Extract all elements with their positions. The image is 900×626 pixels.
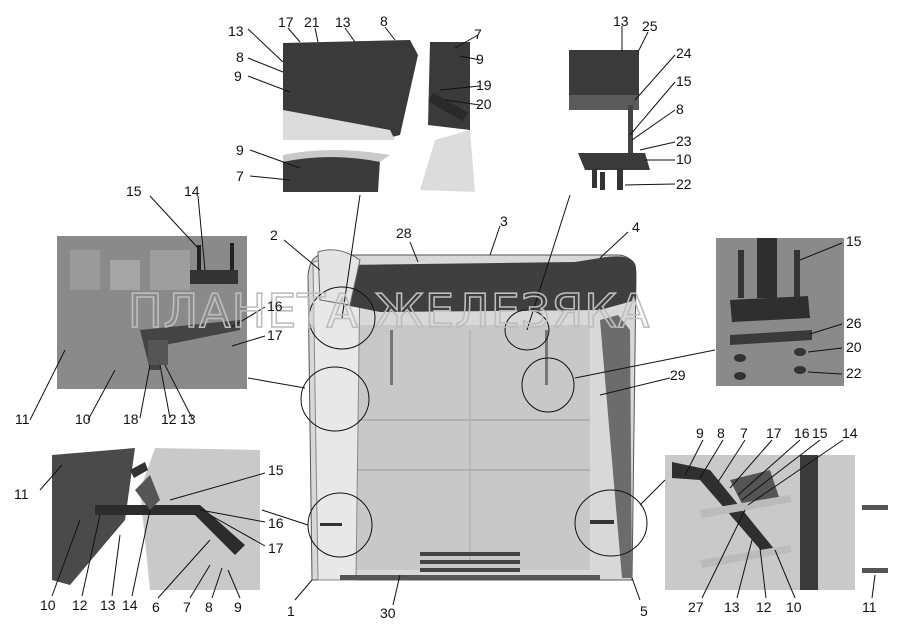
right-pillar-trim [600, 315, 632, 578]
part-labels: 13 8 9 17 21 13 8 7 9 19 20 9 7 13 25 24… [14, 13, 877, 621]
part-label: 20 [476, 96, 492, 112]
part-label: 5 [640, 603, 648, 619]
part-label: 7 [474, 26, 482, 42]
detail-bottom-left [52, 448, 260, 590]
cab-rear-panel [300, 249, 648, 581]
part-label: 27 [688, 599, 704, 615]
part-label: 8 [236, 49, 244, 65]
part-label: 9 [234, 599, 242, 615]
part-label: 22 [676, 176, 692, 192]
part-label: 7 [740, 425, 748, 441]
watermark-text: ПЛАНЕТА ЖЕЛЕЗЯКА [128, 284, 650, 338]
part-label: 26 [846, 315, 862, 331]
part-label: 14 [842, 425, 858, 441]
lower-trim-strip [340, 575, 600, 580]
callout-circle-mid-left [300, 366, 370, 432]
part-label: 6 [152, 599, 160, 615]
part-label: 21 [304, 14, 320, 30]
detail-mid-left [57, 236, 247, 389]
part-label: 17 [267, 327, 283, 343]
part-label: 7 [183, 599, 191, 615]
part-label: 13 [335, 14, 351, 30]
part-label: 19 [476, 77, 492, 93]
callout-circle-mid-right [521, 357, 575, 413]
callout-circle-upper-left [308, 286, 376, 350]
part-label: 13 [180, 411, 196, 427]
part-label: 9 [476, 51, 484, 67]
part-label: 7 [236, 168, 244, 184]
part-label: 8 [205, 599, 213, 615]
part-label: 12 [72, 597, 88, 613]
part-label: 3 [500, 213, 508, 229]
part-label: 16 [267, 298, 283, 314]
part-label: 16 [268, 515, 284, 531]
part-label: 25 [642, 18, 658, 34]
part-label: 12 [161, 411, 177, 427]
part-label: 9 [696, 425, 704, 441]
leader-lines [29, 26, 876, 606]
part-label: 15 [268, 462, 284, 478]
part-label: 15 [812, 425, 828, 441]
part-label: 16 [794, 425, 810, 441]
part-label: 13 [613, 13, 629, 29]
detail-top-center [283, 40, 475, 192]
part-label: 13 [724, 599, 740, 615]
part-label: 11 [15, 411, 30, 427]
part-label: 30 [380, 605, 396, 621]
part-label: 12 [756, 599, 772, 615]
part-label: 15 [846, 233, 862, 249]
detail-top-right [569, 50, 650, 190]
rear-step [420, 552, 520, 572]
part-label: 17 [278, 14, 294, 30]
part-label: 22 [846, 365, 862, 381]
part-label: 8 [380, 13, 388, 29]
part-label: 24 [676, 45, 692, 61]
part-label: 14 [184, 183, 200, 199]
part-label: 14 [122, 597, 138, 613]
part-label: 8 [717, 425, 725, 441]
part-label: 8 [676, 101, 684, 117]
part-label: 11 [14, 486, 29, 502]
part-label: 9 [236, 142, 244, 158]
part-label: 29 [670, 367, 686, 383]
part-label: 15 [676, 73, 692, 89]
part-label: 15 [126, 183, 142, 199]
part-label: 28 [396, 225, 412, 241]
part-label: 10 [75, 411, 91, 427]
part-label: 10 [40, 597, 56, 613]
part-label: 13 [100, 597, 116, 613]
part-label: 11 [862, 599, 877, 615]
part-label: 2 [270, 227, 278, 243]
part-label: 17 [268, 540, 284, 556]
callout-circle-upper-right [504, 309, 550, 351]
part-label: 13 [228, 23, 244, 39]
part-label: 4 [632, 219, 640, 235]
detail-bottom-right [665, 455, 888, 590]
detail-mid-right [716, 238, 844, 386]
part-label: 10 [786, 599, 802, 615]
part-label: 23 [676, 133, 692, 149]
roof-spoiler [340, 256, 636, 312]
part-label: 1 [287, 603, 295, 619]
part-label: 10 [676, 151, 692, 167]
part-label: 17 [766, 425, 782, 441]
callout-circle-lower-right [574, 489, 648, 557]
part-label: 9 [234, 68, 242, 84]
part-label: 20 [846, 339, 862, 355]
part-label: 18 [123, 411, 139, 427]
